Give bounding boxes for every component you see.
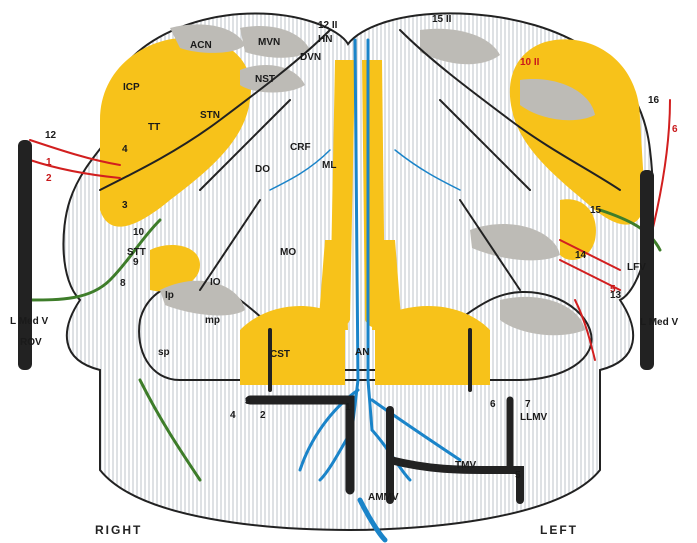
label-an: AN	[355, 347, 369, 358]
label-llmv: LLMV	[520, 412, 548, 423]
label-9: 9	[133, 257, 139, 268]
label-mvn: MVN	[258, 37, 280, 48]
label-4: 4	[122, 144, 128, 155]
label-2: 2	[46, 173, 52, 184]
rov-vessel	[18, 140, 32, 370]
label-10ii: 10 II	[520, 57, 540, 68]
label-cst: CST	[270, 349, 290, 360]
label-sp: sp	[158, 347, 170, 358]
label-stn: STN	[200, 110, 220, 121]
label-lfv: LFV	[627, 262, 646, 273]
label-io: IO	[210, 277, 221, 288]
label-hn: HN	[318, 34, 332, 45]
label-13: 13	[610, 290, 622, 301]
label-ammv: AMMV	[368, 492, 399, 503]
label-14: 14	[575, 250, 587, 261]
label-6: 6	[672, 124, 678, 135]
label-tt: TT	[148, 122, 160, 133]
label-tmv: TMV	[455, 460, 476, 471]
label-dvn: DVN	[300, 52, 321, 63]
label-12ii: 12 II	[318, 20, 338, 31]
label-l-med-v-right: L Med V	[640, 317, 678, 328]
label-mo: MO	[280, 247, 296, 258]
label-crf: CRF	[290, 142, 311, 153]
label-ml: ML	[322, 160, 336, 171]
label-12: 12	[45, 130, 57, 141]
label-acn: ACN	[190, 40, 212, 51]
label-ip: Ip	[165, 290, 174, 301]
label-3b: 3	[245, 396, 251, 407]
label-mp: mp	[205, 315, 220, 326]
label-15: 15	[590, 205, 602, 216]
label-1: 1	[46, 157, 52, 168]
label-8: 8	[120, 278, 126, 289]
label-16: 16	[648, 95, 660, 106]
label-15ii: 15 II	[432, 14, 452, 25]
label-4b: 4	[230, 410, 236, 421]
label-1b: 1	[345, 402, 351, 413]
label-5b: 5	[515, 470, 521, 481]
label-right: RIGHT	[95, 523, 142, 537]
label-l-med-v-left: L Med V	[10, 316, 48, 327]
label-do: DO	[255, 164, 270, 175]
label-rov: ROV	[20, 337, 42, 348]
label-6b: 6	[490, 399, 496, 410]
label-2b: 2	[260, 410, 266, 421]
label-3: 3	[122, 200, 128, 211]
label-10: 10	[133, 227, 145, 238]
label-left: LEFT	[540, 523, 578, 537]
label-icp: ICP	[123, 82, 140, 93]
label-nst: NST	[255, 74, 275, 85]
label-7: 7	[525, 399, 531, 410]
